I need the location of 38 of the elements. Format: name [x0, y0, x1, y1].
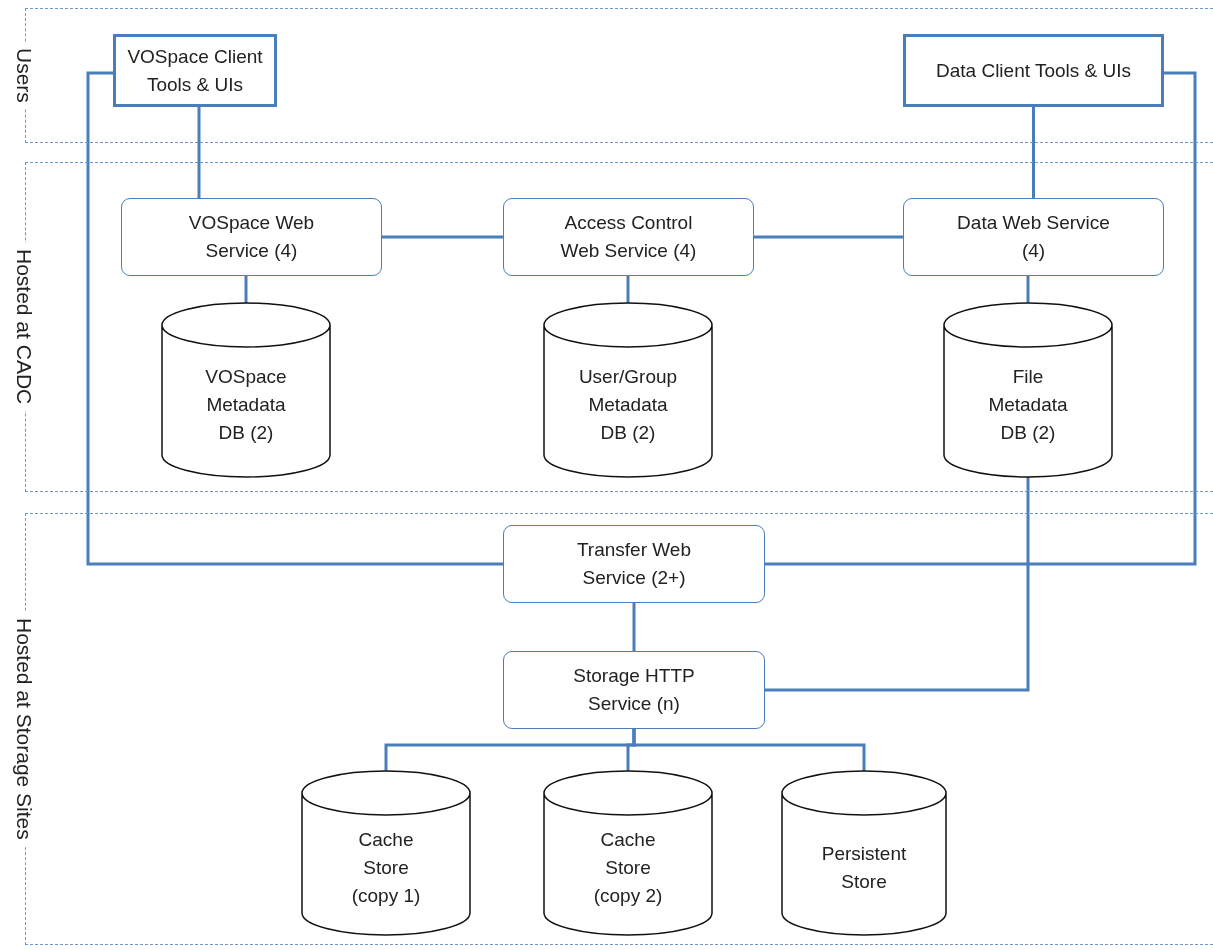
- connector-line: [1032, 107, 1035, 198]
- box-label: VOSpace Web Service (4): [187, 211, 316, 263]
- database-label: Cache Store (copy 2): [592, 828, 664, 908]
- connector-line: [1026, 276, 1030, 303]
- connector-line: [765, 477, 1030, 692]
- connector-line: [626, 276, 630, 303]
- box-label: Data Web Service (4): [956, 211, 1111, 263]
- service-box: [121, 198, 382, 276]
- connector-line: [244, 276, 248, 303]
- database-cylinder: [943, 303, 1113, 477]
- connector-line: [197, 107, 201, 198]
- client-box: [113, 34, 277, 107]
- database-label: File Metadata DB (2): [987, 365, 1069, 445]
- connector-line: [765, 71, 1197, 566]
- service-box: [503, 651, 765, 729]
- service-box: [503, 198, 754, 276]
- database-cylinder: [301, 771, 471, 935]
- box-label: Access Control Web Service (4): [559, 211, 698, 263]
- box-label: Transfer Web Service (2+): [575, 538, 692, 590]
- database-label: User/Group Metadata DB (2): [577, 365, 679, 445]
- box-label: Storage HTTP Service (n): [572, 664, 696, 716]
- database-label: Persistent Store: [820, 842, 908, 894]
- database-cylinder: [161, 303, 331, 477]
- connector-line: [632, 729, 866, 771]
- database-cylinder: [781, 771, 947, 935]
- database-cylinder: [543, 303, 713, 477]
- database-cylinder: [543, 771, 713, 935]
- connector-line: [754, 235, 903, 239]
- service-box: [503, 525, 765, 603]
- connector-line: [382, 235, 503, 239]
- client-box: [903, 34, 1164, 107]
- connector-line: [632, 603, 636, 651]
- database-label: VOSpace Metadata DB (2): [204, 365, 288, 445]
- box-label: Data Client Tools & UIs: [936, 58, 1131, 83]
- database-label: Cache Store (copy 1): [350, 828, 422, 908]
- box-label: VOSpace Client Tools & UIs: [126, 44, 264, 97]
- service-box: [903, 198, 1164, 276]
- connector-line: [86, 71, 503, 566]
